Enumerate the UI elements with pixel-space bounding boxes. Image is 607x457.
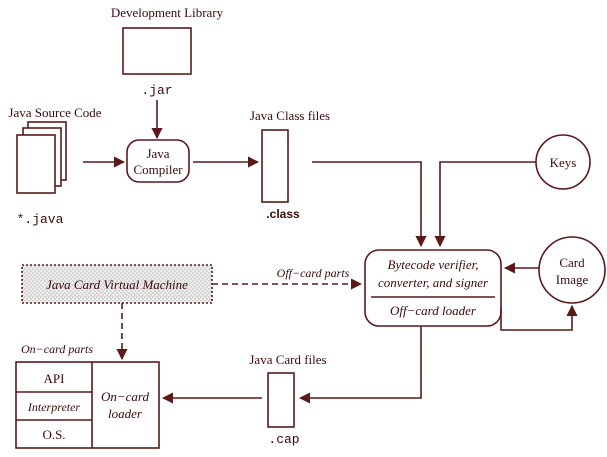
class-files-label: Java Class files [250,108,330,123]
verifier-label-1: Bytecode verifier, [388,257,479,272]
cap-ext-label: .cap [268,432,299,447]
arrow-verifier-to-cardimage [500,304,578,331]
development-library-box [122,27,192,75]
oncard-loader-label-1: On−card [101,389,150,404]
arrow-keys-to-verifier [434,161,536,248]
offcard-parts-label: Off−card parts [277,266,350,280]
class-ext-label: .class [266,207,300,221]
arrow-class-to-verifier [312,161,427,248]
card-image-circle [538,236,606,304]
jcvm-label: Java Card Virtual Machine [46,277,188,292]
dev-library-label: Development Library [111,5,224,20]
cap-file-box [267,372,295,428]
card-files-label: Java Card files [249,352,326,367]
class-file-box [261,129,289,203]
oncard-loader-label-2: loader [108,406,143,421]
card-image-label-1: Card [559,255,585,270]
java-source-label: Java Source Code [8,105,101,120]
verifier-converter-box [364,249,502,327]
interpreter-label: Interpreter [27,400,81,414]
os-label: O.S. [42,427,65,442]
jcvm-box [21,264,213,304]
java-ext-label: *.java [17,212,64,227]
verifier-label-2: converter, and signer [378,275,489,290]
compiler-label-1: Java [146,146,169,161]
oncard-box [15,361,160,449]
offcard-loader-label: Off−card loader [390,303,477,318]
jar-label: .jar [141,83,172,98]
card-image-label-2: Image [556,272,589,287]
java-compiler-box [126,139,190,183]
api-label: API [44,371,65,386]
oncard-parts-label: On−card parts [21,342,93,356]
arrow-verifier-to-cap [298,326,422,404]
compiler-label-2: Compiler [133,162,183,177]
keys-label: Keys [550,155,577,170]
source-page-front [16,134,56,194]
